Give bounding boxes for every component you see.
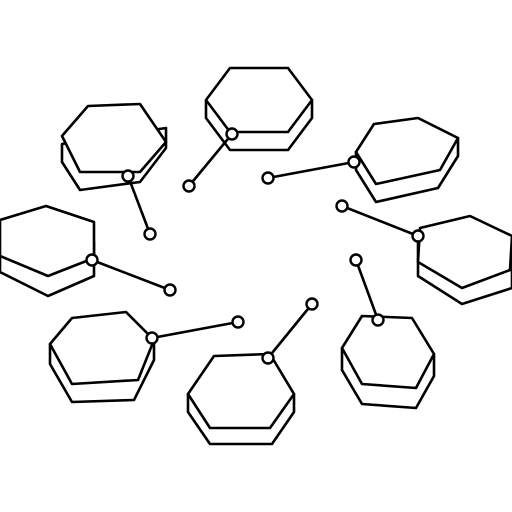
hexagon-node (261, 116, 460, 204)
connector-joint (121, 169, 135, 183)
connector-line (150, 320, 240, 340)
connector-joint (225, 127, 239, 141)
connector-joint (145, 331, 159, 345)
connector-joint (261, 351, 275, 365)
hexagon-node (340, 253, 436, 410)
connector-joint (371, 313, 385, 327)
connector-line (90, 258, 172, 292)
hexagon-node (335, 199, 512, 306)
hexagon-node-top (416, 214, 512, 290)
connector-endpoint (163, 283, 177, 297)
connector-joint (85, 253, 99, 267)
connector-joint (347, 155, 361, 169)
connector-line (340, 204, 420, 238)
hexagon-node-top (60, 102, 168, 174)
connector-line (266, 302, 314, 360)
hexagon-node (182, 66, 314, 193)
connector-endpoint (231, 315, 245, 329)
connector-endpoint (143, 227, 157, 241)
hexagon-node-top (186, 352, 296, 430)
hexagon-node-top (204, 66, 314, 134)
connector-line (126, 174, 152, 236)
connector-line (354, 258, 380, 322)
hexagon-node (48, 310, 245, 404)
connector-endpoint (305, 297, 319, 311)
connector-line (266, 160, 356, 180)
connector-endpoint (335, 199, 349, 213)
hexagon-node-top (48, 310, 156, 386)
connector-endpoint (261, 171, 275, 185)
hexagon-node (60, 102, 168, 241)
hexagon-node (186, 297, 319, 446)
hexagon-node (0, 204, 177, 298)
connector-endpoint (349, 253, 363, 267)
connector-line (187, 132, 234, 188)
hexagon-node-top (354, 116, 460, 186)
connector-endpoint (182, 179, 196, 193)
connector-joint (411, 229, 425, 243)
hexagon-node-top (340, 314, 436, 390)
